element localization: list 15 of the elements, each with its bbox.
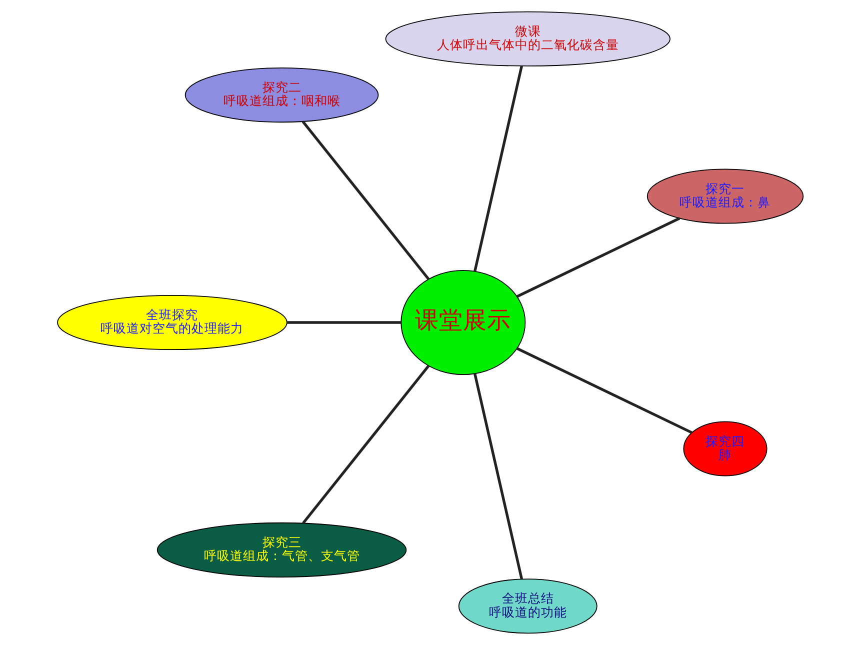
connector <box>286 321 401 324</box>
node-ellipse: 全班探究 呼吸道对空气的处理能力 <box>56 294 287 350</box>
node-ellipse: 课堂展示 <box>400 270 526 376</box>
connector <box>516 217 680 298</box>
connector <box>473 374 523 580</box>
connector <box>301 120 430 280</box>
node-ellipse: 探究四 肺 <box>682 421 767 476</box>
node-ellipse: 探究二 呼吸道组成：咽和喉 <box>184 68 378 123</box>
node-ellipse: 微课 人体呼出气体中的二氧化碳含量 <box>384 11 670 66</box>
connector <box>473 66 523 272</box>
connector <box>516 347 692 434</box>
connector <box>302 364 430 524</box>
node-ellipse: 探究三 呼吸道组成：气管、支气管 <box>156 522 406 578</box>
node-ellipse: 探究一 呼吸道组成：鼻 <box>646 168 804 224</box>
node-ellipse: 全班总结 呼吸道的功能 <box>458 578 597 634</box>
